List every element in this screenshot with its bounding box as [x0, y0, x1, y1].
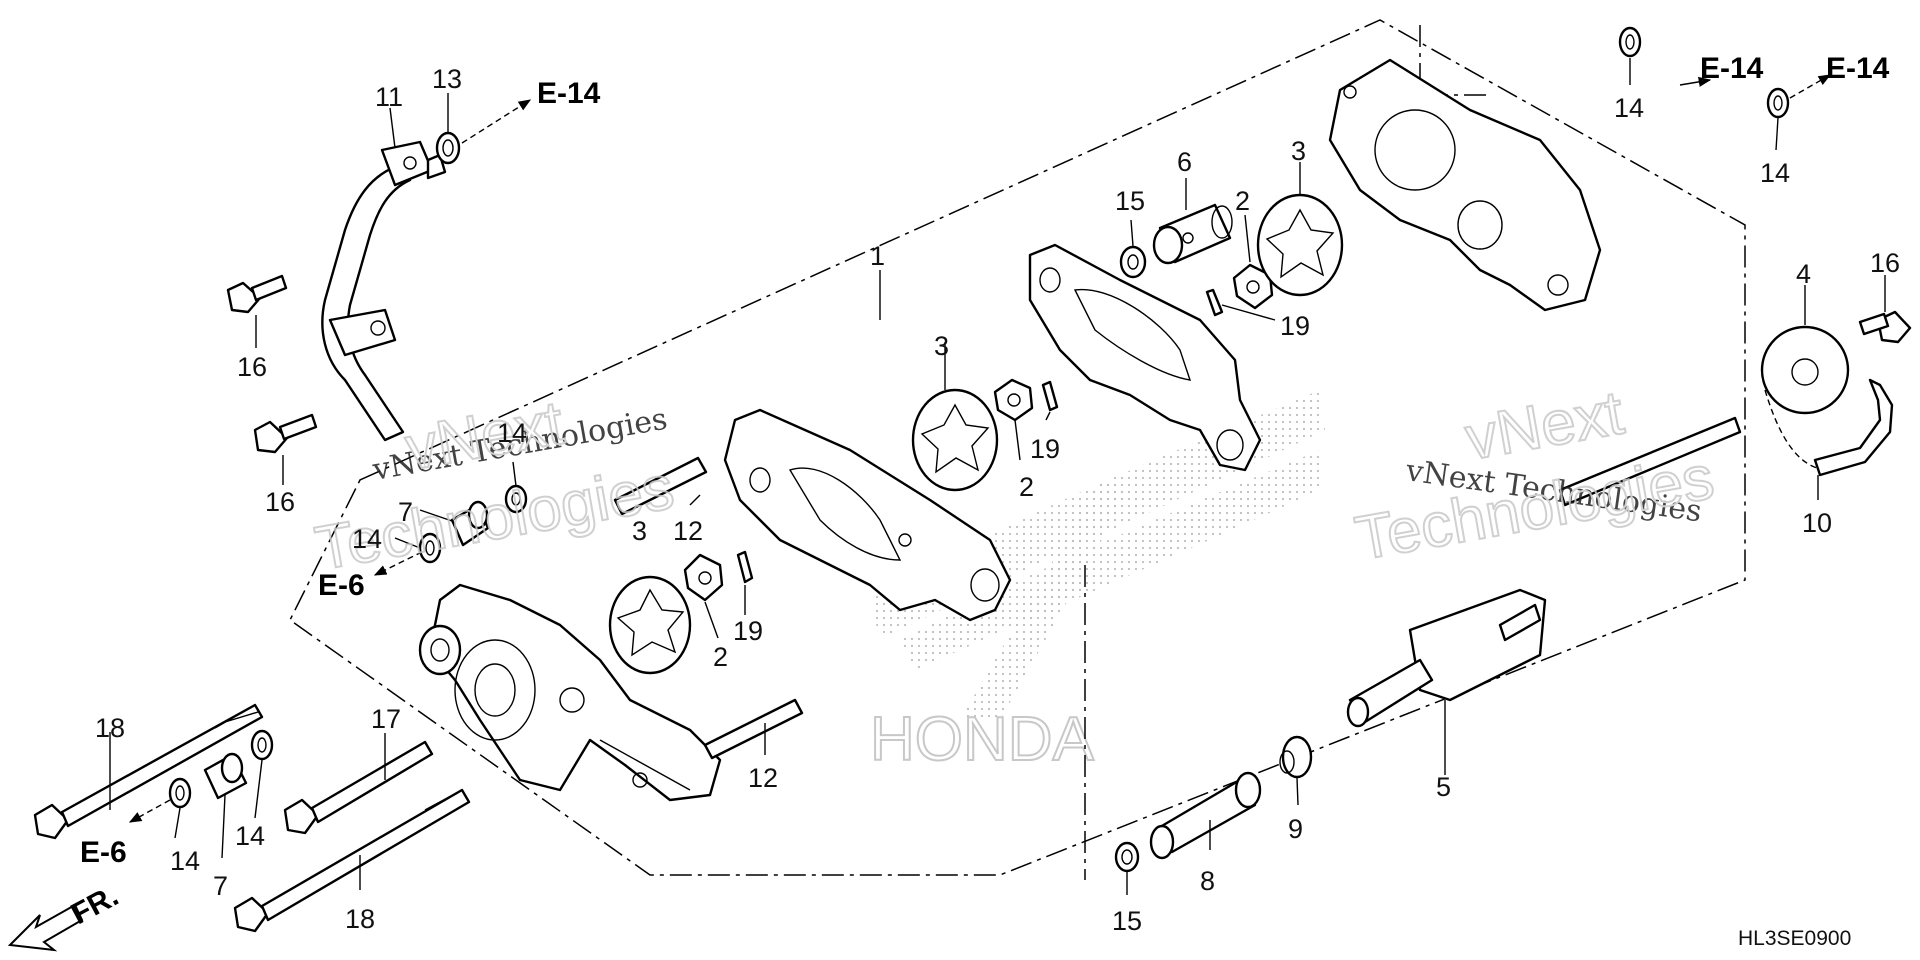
- label-part-14-a: 14: [497, 418, 527, 448]
- pin-19-upper: [1205, 288, 1224, 317]
- diagram-code: HL3SE0900: [1738, 927, 1851, 950]
- label-part-3-upper: 3: [1291, 136, 1306, 166]
- label-part-1: 1: [870, 241, 885, 271]
- label-part-16-right: 16: [1870, 248, 1900, 278]
- outer-rotor-3-upper: [1256, 193, 1344, 297]
- shaft-6: [1152, 203, 1233, 265]
- pump-body-lower: [418, 583, 722, 802]
- bolt-17: [283, 740, 434, 835]
- label-part-18-lower: 18: [345, 904, 375, 934]
- washer-14-c: [168, 777, 192, 809]
- dowel-pin-12-upper: [613, 456, 708, 516]
- label-part-16-lower: 16: [265, 487, 295, 517]
- label-part-14-e: 14: [1614, 93, 1644, 123]
- label-part-7-lower: 7: [213, 871, 228, 901]
- watermark-line1-left: vNext: [400, 388, 568, 483]
- label-part-18-upper: 18: [95, 713, 125, 743]
- watermark-line1-right: vNext: [1460, 378, 1628, 473]
- bolt-18-upper: [33, 703, 264, 840]
- label-part-14-f: 14: [1760, 158, 1790, 188]
- washer-15-lower: [1114, 841, 1140, 873]
- bolt-16-upper: [226, 274, 288, 314]
- washer-15-upper: [1119, 245, 1147, 279]
- label-part-19-upper: 19: [1280, 311, 1310, 341]
- inner-rotor-2-left: [683, 553, 724, 602]
- reference-e14-right: E-14: [1826, 52, 1890, 85]
- section-references: E-14 E-14 E-14 E-6 E-6: [80, 52, 1890, 869]
- fitting-7-upper: [450, 500, 490, 547]
- sprocket-4: [1760, 325, 1850, 415]
- fitting-7-lower: [203, 752, 248, 800]
- front-arrow-icon: FR.: [7, 879, 124, 952]
- label-part-2-middle: 2: [1019, 472, 1034, 502]
- label-part-9: 9: [1288, 814, 1303, 844]
- brand-watermark: HONDA: [870, 705, 1095, 774]
- label-part-10: 10: [1802, 508, 1832, 538]
- pump-shaft: [1558, 416, 1742, 507]
- label-part-8: 8: [1200, 866, 1215, 896]
- label-part-3-lower: 3: [632, 516, 647, 546]
- pin-19-middle: [1041, 380, 1059, 412]
- inner-rotor-2-middle: [993, 378, 1034, 422]
- reference-e14-middle: E-14: [1700, 52, 1764, 85]
- reference-e6-lower: E-6: [80, 836, 127, 869]
- pump-plate-upper: [1028, 243, 1262, 472]
- leader-lines: [109, 58, 1886, 895]
- washer-13: [435, 131, 461, 165]
- label-part-12-lower: 12: [748, 763, 778, 793]
- oil-pipe: [321, 140, 447, 442]
- washer-14-e: [1618, 26, 1642, 58]
- label-part-14-c: 14: [170, 846, 200, 876]
- label-part-19-lower: 19: [733, 616, 763, 646]
- label-part-17: 17: [371, 704, 401, 734]
- label-part-13: 13: [432, 64, 462, 94]
- label-part-15-upper: 15: [1115, 186, 1145, 216]
- label-part-14-d: 14: [235, 821, 265, 851]
- oil-pipe-8: [1149, 771, 1262, 860]
- reference-arrows: [128, 74, 1832, 823]
- washer-14-f: [1766, 87, 1790, 119]
- label-part-2-lower: 2: [713, 642, 728, 672]
- washer-14-d: [250, 729, 274, 761]
- oil-strainer-5: [1346, 588, 1547, 728]
- label-part-11: 11: [375, 82, 403, 112]
- dowel-pin-12-lower: [703, 698, 804, 760]
- seal-9: [1279, 735, 1313, 779]
- reference-e14-left: E-14: [537, 77, 601, 110]
- label-part-3-middle: 3: [934, 331, 949, 361]
- label-part-4: 4: [1796, 259, 1811, 289]
- outer-rotor-3-left: [608, 575, 692, 675]
- label-part-2-upper: 2: [1235, 186, 1250, 216]
- part-labels: 1 2 2 2 3 3 3 4 5 6 7 7 8 9 10 11 12 12 …: [95, 64, 1900, 936]
- bolt-16-right: [1858, 310, 1912, 344]
- reference-e6-upper: E-6: [318, 569, 365, 602]
- bolt-18-lower: [233, 788, 471, 933]
- drive-chain-10: [1764, 378, 1894, 477]
- pin-19-left: [736, 550, 754, 584]
- label-part-15-lower: 15: [1112, 906, 1142, 936]
- label-part-6: 6: [1177, 147, 1192, 177]
- label-part-7-upper: 7: [398, 497, 413, 527]
- bolt-16-lower: [253, 413, 318, 454]
- watermark-line2-left: Technologies: [310, 453, 678, 584]
- label-part-12-upper: 12: [673, 516, 703, 546]
- label-part-5: 5: [1436, 772, 1451, 802]
- pump-body-upper: [1328, 58, 1602, 312]
- outer-rotor-3-middle: [911, 388, 999, 492]
- pump-plate-middle: [723, 408, 1012, 622]
- label-part-16-upper: 16: [237, 352, 267, 382]
- label-part-14-b: 14: [352, 524, 382, 554]
- label-part-19-middle: 19: [1030, 434, 1060, 464]
